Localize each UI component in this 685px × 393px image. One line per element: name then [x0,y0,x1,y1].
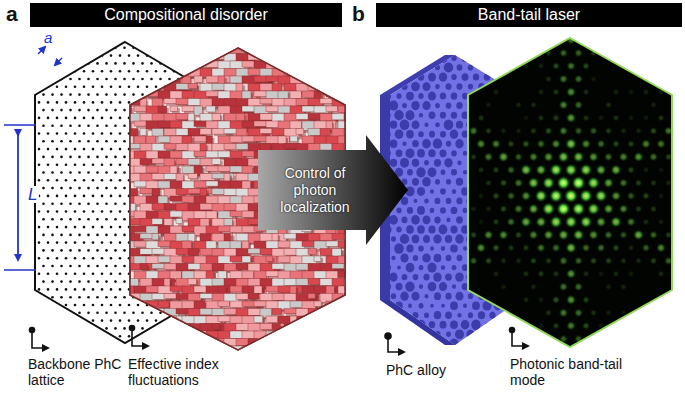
dimension-arrow [55,58,62,65]
panel-letter: b [352,2,365,26]
part-label: PhC alloy [386,362,476,378]
part-label: Photonic band-tail mode [510,356,630,388]
axis-markers [30,326,529,353]
arrow-text: Control of photon localization [264,165,366,216]
header-text: Compositional disorder [104,6,268,24]
dimension-arrow [38,47,45,54]
part-label: Backbone PhC lattice [28,356,124,388]
part-label: Effective index fluctuations [128,356,238,388]
mode-hexagon [468,38,672,347]
dimension-label: L [26,186,39,203]
panel-letter: a [6,2,18,26]
header-bar: Compositional disorder [30,3,342,27]
dimension-tick [4,269,36,271]
header-bar: Band-tail laser [376,3,682,27]
process-arrow: Control of photon localization [258,135,408,245]
dimension-tick [4,124,36,126]
dimension-label: a [42,30,54,45]
lattice-hexagon [35,42,215,343]
header-text: Band-tail laser [478,6,580,24]
dimension-line [17,135,19,260]
